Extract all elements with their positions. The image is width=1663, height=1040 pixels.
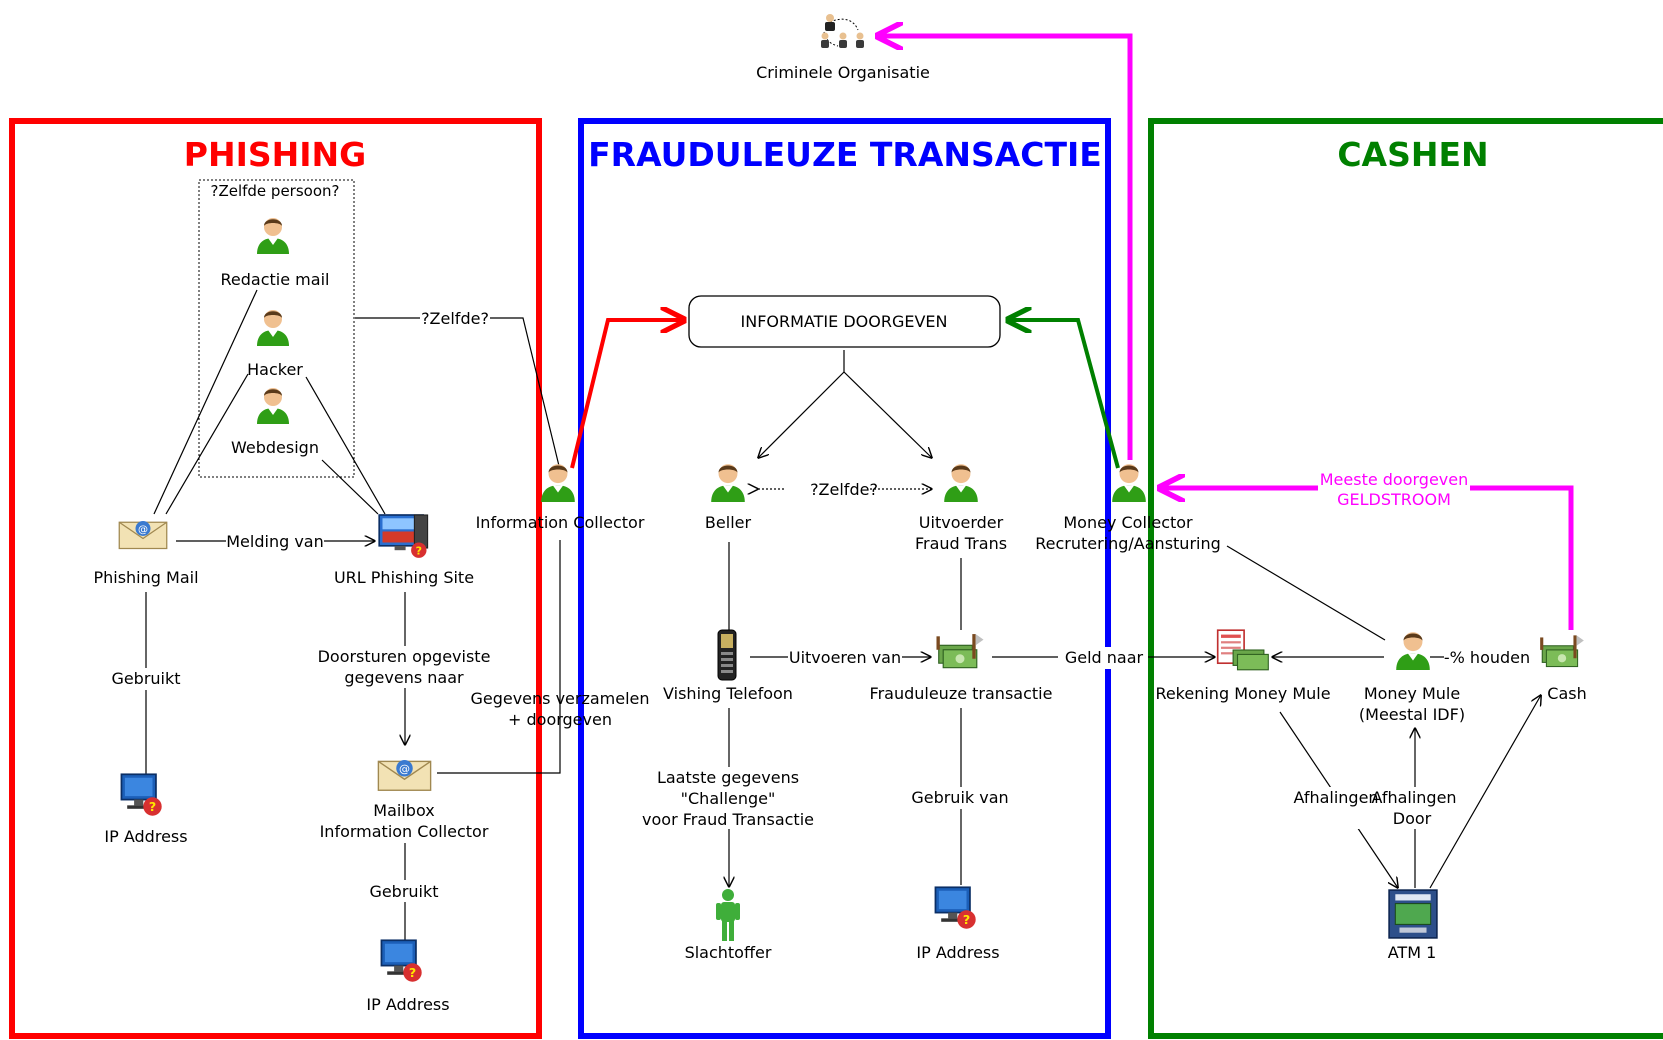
money-collector-label-line1: Money Collector [1063,513,1193,532]
uitvoerder-label-line2: Fraud Trans [915,534,1007,553]
laatste-gegevens-line2: "Challenge" [681,789,776,808]
cash-label: Cash [1547,684,1586,703]
fraud-title: FRAUDULEUZE TRANSACTIE [588,135,1102,174]
money-mule-label-line2: (Meestal IDF) [1359,705,1465,724]
ip-address-label-2: IP Address [366,995,449,1014]
vishing-telefoon-label: Vishing Telefoon [663,684,793,703]
green-arrow-to-info [1008,320,1120,469]
person-icon [1396,632,1430,670]
edge-webdesign-site [321,459,379,515]
cashen-title: CASHEN [1337,135,1488,174]
edge-collector-mule [1226,545,1386,641]
edge-hacker-mail [165,373,249,515]
houden-label: -% houden [1444,648,1530,667]
cashen-box [1148,118,1663,1039]
same-person-group-box [198,179,355,478]
url-phishing-site-label: URL Phishing Site [334,568,474,587]
same-person-group-label: ?Zelfde persoon? [211,182,340,200]
person-icon [257,310,289,346]
fraud-box [578,118,1111,1039]
edge-info-uitvoerder [843,371,932,458]
verzamelen-label-line2: + doorgeven [508,710,612,729]
phishing-site-icon [378,514,429,559]
information-collector-label: Information Collector [476,513,645,532]
meeste-doorgeven-label: Meeste doorgeven [1320,470,1469,489]
laatste-gegevens-line3: voor Fraud Transactie [642,810,814,829]
fraud-title-bg [598,134,1093,178]
afhalingen-label-b: Afhalingen [1371,788,1456,807]
webdesign-label: Webdesign [231,438,319,457]
zelfde-edge-label: ?Zelfde? [421,309,489,328]
person-icon [944,464,978,502]
cashen-title-bg [1333,134,1493,178]
zelfde-beller-label: ?Zelfde? [810,480,878,499]
doorsturen-label-line2: gegevens naar [344,668,464,687]
geldstroom-label: GELDSTROOM [1337,490,1451,509]
money-mule-label-line1: Money Mule [1364,684,1460,703]
gebruik-van-label: Gebruik van [911,788,1008,807]
magenta-arrow-to-organisatie [878,36,1133,460]
email-icon [377,759,432,791]
hacker-label: Hacker [247,360,303,379]
victim-icon [716,889,740,941]
criminele-organisatie-label: Criminele Organisatie [756,63,930,82]
red-arrow-to-info [570,320,684,469]
door-label: Door [1393,809,1432,828]
edge-gegevens-verzamelen [437,540,561,774]
verzamelen-label-line1: Gegevens verzamelen [470,689,649,708]
ip-computer-icon [934,886,977,930]
laatste-gegevens-line1: Laatste gegevens [657,768,799,787]
criminal-group-icon [820,13,865,49]
phone-icon [717,629,737,681]
gebruikt-edge-label: Gebruikt [111,669,180,688]
money-icon [1539,634,1585,668]
edge-hacker-site [305,376,386,515]
person-icon [1112,464,1146,502]
money-icon [935,633,985,669]
ip-computer-icon [380,939,423,983]
uitvoeren-van-label: Uitvoeren van [789,648,901,667]
beller-label: Beller [705,513,752,532]
slachtoffer-label: Slachtoffer [685,943,772,962]
ip-address-label: IP Address [104,827,187,846]
money-collector-label-line2: Recrutering/Aansturing [1035,534,1221,553]
geld-naar-label: Geld naar [1065,648,1144,667]
label-backgrounds [108,308,1534,902]
gebruikt-edge-label-2: Gebruikt [369,882,438,901]
phishing-box [9,118,542,1039]
person-icon [711,464,745,502]
edge-redactie-mail [153,289,258,515]
person-icon [541,464,575,502]
connector-lines [145,289,1541,940]
edge-atm-cash [1429,695,1541,889]
edge-info-beller [758,371,845,458]
ip-computer-icon [120,773,163,817]
doorsturen-label-line1: Doorsturen opgeviste [318,647,491,666]
bank-account-icon [1216,629,1270,671]
mailbox-label-line2: Information Collector [320,822,489,841]
magenta-arrow-geldstroom [1160,488,1574,630]
informatie-doorgeven-box [688,295,1001,348]
phishing-mail-label: Phishing Mail [93,568,198,587]
informatie-doorgeven-label: INFORMATIE DOORGEVEN [741,312,948,331]
uitvoerder-label-line1: Uitvoerder [919,513,1004,532]
phishing-title-bg [180,134,370,178]
phishing-title: PHISHING [184,135,366,174]
rekening-money-mule-label: Rekening Money Mule [1155,684,1330,703]
email-icon [118,520,168,550]
edge-zelfde-collector [355,317,561,471]
atm-icon [1388,889,1438,939]
redactie-mail-label: Redactie mail [221,270,330,289]
afhalingen-label-a: Afhalingen [1293,788,1378,807]
melding-van-label: Melding van [226,532,324,551]
geldstroom-label-bg [1318,469,1470,509]
person-icon [257,388,289,424]
atm-label: ATM 1 [1388,943,1437,962]
frauduleuze-transactie-label: Frauduleuze transactie [870,684,1053,703]
mailbox-label-line1: Mailbox [373,801,434,820]
person-icon [257,218,289,254]
ip-address-label-3: IP Address [916,943,999,962]
